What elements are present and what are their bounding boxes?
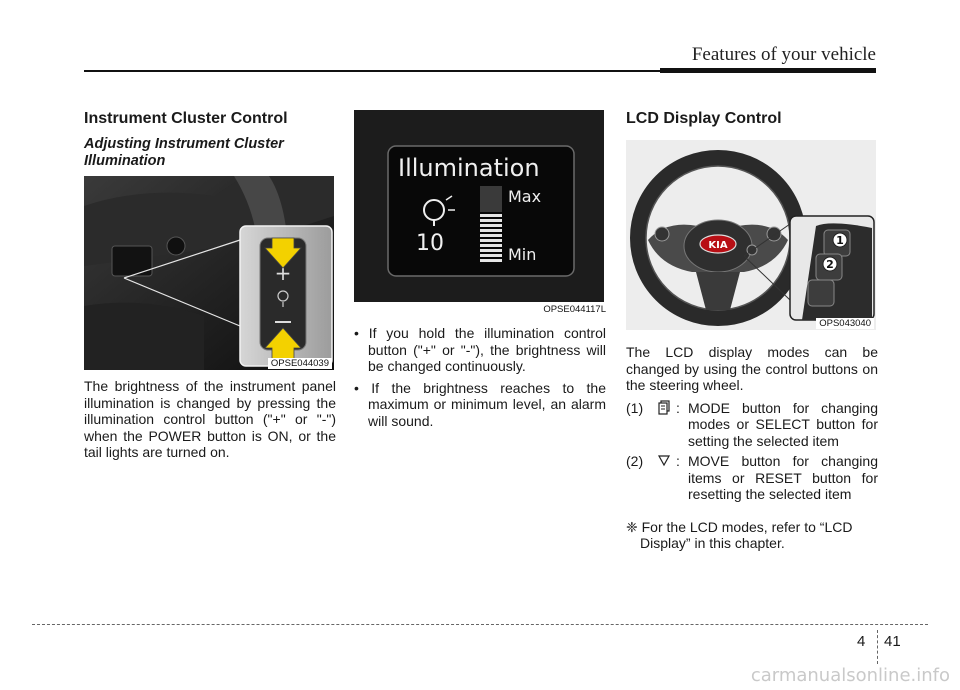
level-segment: [480, 249, 502, 252]
lcd-button-list: (1) : MODE button for changing modes or …: [626, 400, 878, 503]
list-item: (2) : MOVE button for changing items or …: [626, 453, 878, 503]
bullet-item: If you hold the illumination control but…: [354, 325, 606, 375]
level-segment: [480, 234, 502, 237]
steering-wheel-illustration: KIA 1 2: [626, 140, 876, 330]
footer-separator: [877, 630, 878, 664]
brightness-level-bar: [480, 186, 502, 262]
lcd-level-text: 10: [416, 231, 444, 256]
level-segment: [480, 254, 502, 257]
bulb-icon: [423, 195, 455, 226]
level-segment: [480, 214, 502, 217]
right-column: LCD Display Control KIA 1 2 OPS0: [626, 110, 878, 552]
illumination-display-photo: Illumination Max Min 10: [354, 110, 604, 302]
image-caption-ops043040: OPS043040: [816, 318, 874, 329]
lcd-note: ❈ For the LCD modes, refer to “LCD Displ…: [626, 519, 878, 552]
header-rule: [84, 70, 876, 72]
svg-text:+: +: [275, 261, 292, 285]
mode-icon: [652, 399, 676, 450]
steering-wheel-photo: KIA 1 2 OPS043040: [626, 140, 876, 330]
level-segment: [480, 219, 502, 222]
level-segment: [480, 229, 502, 232]
wheel-label-one: 1: [836, 234, 844, 247]
lcd-control-description: The LCD display modes can be changed by …: [626, 344, 878, 393]
header-rule-accent: [660, 68, 876, 73]
lcd-max-text: Max: [508, 187, 541, 206]
bullet-item: If the brightness reaches to the maximum…: [354, 380, 606, 430]
item-number: (1): [626, 399, 644, 416]
middle-column: Illumination Max Min 10 OPSE044117L If y…: [354, 110, 606, 434]
chapter-number: 4: [857, 633, 866, 650]
level-segment: [480, 224, 502, 227]
level-segment: [480, 244, 502, 247]
item-text: MODE button for changing modes or SELECT…: [688, 399, 878, 449]
wheel-label-two: 2: [826, 258, 834, 271]
illumination-bullets: If you hold the illumination control but…: [354, 325, 606, 429]
level-empty-area: [480, 186, 502, 212]
illumination-control-photo: + OPSE044039: [84, 176, 334, 370]
level-segment: [480, 259, 502, 262]
note-text: For the LCD modes, refer to “LCD Display…: [640, 518, 853, 552]
item-number: (2): [626, 453, 644, 469]
lcd-title-text: Illumination: [398, 154, 540, 182]
illumination-description: The brightness of the instrument panel i…: [84, 378, 336, 460]
subsection-title-illumination: Adjusting Instrument Cluster Illuminatio…: [84, 136, 284, 169]
item-text: MOVE button for changing items or RESET …: [688, 453, 878, 502]
svg-text:KIA: KIA: [708, 240, 727, 251]
list-item: (1) : MODE button for changing modes or …: [626, 399, 878, 450]
dashboard-illustration: +: [84, 176, 334, 370]
footer-rule: [32, 624, 928, 625]
page-header-title: Features of your vehicle: [691, 44, 876, 65]
level-segment: [480, 239, 502, 242]
note-symbol: ❈: [626, 518, 638, 535]
triangle-down-icon: [652, 453, 676, 503]
image-caption-opse044039: OPSE044039: [267, 358, 332, 369]
left-column: Instrument Cluster Control Adjusting Ins…: [84, 110, 336, 461]
image-caption-opse044117l: OPSE044117L: [543, 304, 606, 315]
watermark: carmanualsonline.info: [750, 665, 950, 686]
section-title-instrument-cluster: Instrument Cluster Control: [84, 110, 288, 127]
lcd-min-text: Min: [508, 245, 536, 264]
page-number: 41: [884, 633, 901, 650]
section-title-lcd-display: LCD Display Control: [626, 110, 782, 127]
lcd-illumination-screen: Illumination Max Min 10: [354, 110, 604, 302]
